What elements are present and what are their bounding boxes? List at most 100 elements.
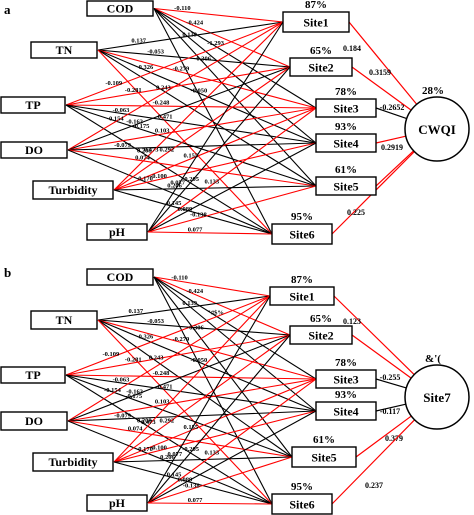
site-box [289, 57, 353, 77]
link-weight-label: 0.292 [159, 417, 174, 424]
output-node-circle [404, 364, 470, 430]
link-line [97, 319, 273, 505]
input-label: DO [25, 143, 43, 157]
input-box [32, 180, 114, 200]
output-link-line [333, 295, 415, 376]
link-line [153, 276, 317, 380]
site-percent: 61% [335, 164, 357, 176]
site-label: Site1 [303, 16, 328, 30]
link-line [67, 66, 291, 151]
link-weight-label: -0.205 [182, 176, 200, 183]
input-box [86, 268, 154, 286]
output-link-line [375, 107, 407, 120]
site-box [315, 133, 377, 153]
link-line [65, 66, 291, 106]
link-weight-label: -0.100 [150, 173, 167, 180]
site-percent: 87% [305, 0, 327, 11]
input-label: DO [25, 414, 43, 428]
link-line [113, 456, 293, 463]
link-weight-label: -0.154 [104, 387, 122, 394]
link-line [67, 420, 273, 505]
input-box [30, 310, 98, 330]
link-line [153, 276, 271, 297]
site-label: Site2 [308, 329, 333, 343]
link-line [67, 410, 317, 422]
link-line [65, 295, 271, 376]
link-weight-label: 0.139 [182, 32, 197, 39]
site-percent: 78% [335, 86, 357, 98]
link-weight-label: -0.306 [194, 55, 212, 62]
link-weight-label: -0.163 [126, 119, 144, 126]
link-weight-label: -0.053 [147, 318, 165, 325]
link-weight-label: -0.175 [125, 393, 143, 400]
link-line [147, 21, 284, 233]
link-line [97, 49, 291, 68]
site-box [271, 493, 333, 515]
link-weight-label: -0.138 [190, 212, 208, 219]
link-weight-label: -0.424 [186, 288, 204, 295]
link-line [153, 7, 291, 68]
output-link-line [375, 150, 415, 187]
input-label: COD [107, 270, 134, 284]
input-label: pH [109, 496, 126, 510]
link-weight-label: -0.306 [187, 325, 205, 332]
output-weight-label: 0.2919 [381, 143, 403, 152]
site-label: Site6 [289, 228, 314, 242]
link-line [147, 334, 291, 504]
link-line [97, 319, 317, 412]
site-percent: 93% [335, 121, 357, 133]
link-line [113, 378, 317, 463]
site-label: Site4 [333, 137, 358, 151]
link-weight-label: 0.243 [156, 84, 171, 91]
output-weight-label: -0.2652 [380, 103, 405, 112]
link-line [65, 374, 317, 412]
link-line [147, 142, 317, 233]
link-line [153, 8, 317, 144]
input-label: Turbidity [49, 183, 98, 197]
link-weight-label: -0.279 [172, 336, 190, 343]
link-line [113, 107, 317, 191]
link-line [67, 149, 273, 235]
link-weight-label: -0.079 [114, 142, 132, 149]
site-box [315, 176, 377, 196]
link-weight-label: -0.050 [190, 357, 207, 364]
link-weight-label: 0.103 [155, 399, 170, 406]
link-weight-label: 0.155 [183, 152, 198, 159]
input-label: pH [109, 225, 126, 239]
link-weight-label: 0.133 [205, 178, 220, 185]
link-line [65, 104, 273, 235]
link-weight-label: "#$% [207, 309, 224, 316]
link-weight-label: 0.208 [137, 418, 152, 425]
link-line [97, 49, 317, 187]
output-link-line [375, 378, 407, 389]
link-weight-label: -0.175 [133, 123, 151, 130]
link-line [153, 276, 291, 336]
site-label: Site5 [333, 180, 358, 194]
input-box [0, 96, 66, 114]
output-weight-label: 0.379 [385, 434, 403, 443]
link-weight-label: -0.281 [125, 357, 142, 364]
link-weight-label: -0.424 [186, 20, 204, 27]
input-label: COD [107, 2, 134, 16]
link-weight-label: 0.074 [135, 154, 150, 161]
link-weight-label: -1.293 [207, 40, 225, 47]
output-link-line [355, 415, 412, 458]
input-label: Turbidity [49, 455, 98, 469]
link-weight-label: 0.077 [188, 497, 203, 504]
link-line [97, 49, 317, 109]
output-link-line [375, 135, 406, 144]
site-label: Site5 [311, 451, 336, 465]
link-line [65, 374, 317, 380]
link-weight-label: -0.163 [126, 389, 144, 396]
link-line [113, 410, 317, 463]
link-weight-label: -0.154 [107, 115, 125, 122]
site-box [289, 325, 353, 345]
output-weight-label: -0.117 [380, 407, 400, 416]
input-box [0, 411, 68, 431]
link-weight-label: -0.079 [114, 412, 132, 419]
link-line [147, 66, 291, 233]
link-line [113, 66, 291, 191]
link-weight-label: -0.248 [153, 370, 171, 377]
site-box [315, 369, 377, 389]
site-box [282, 11, 350, 33]
